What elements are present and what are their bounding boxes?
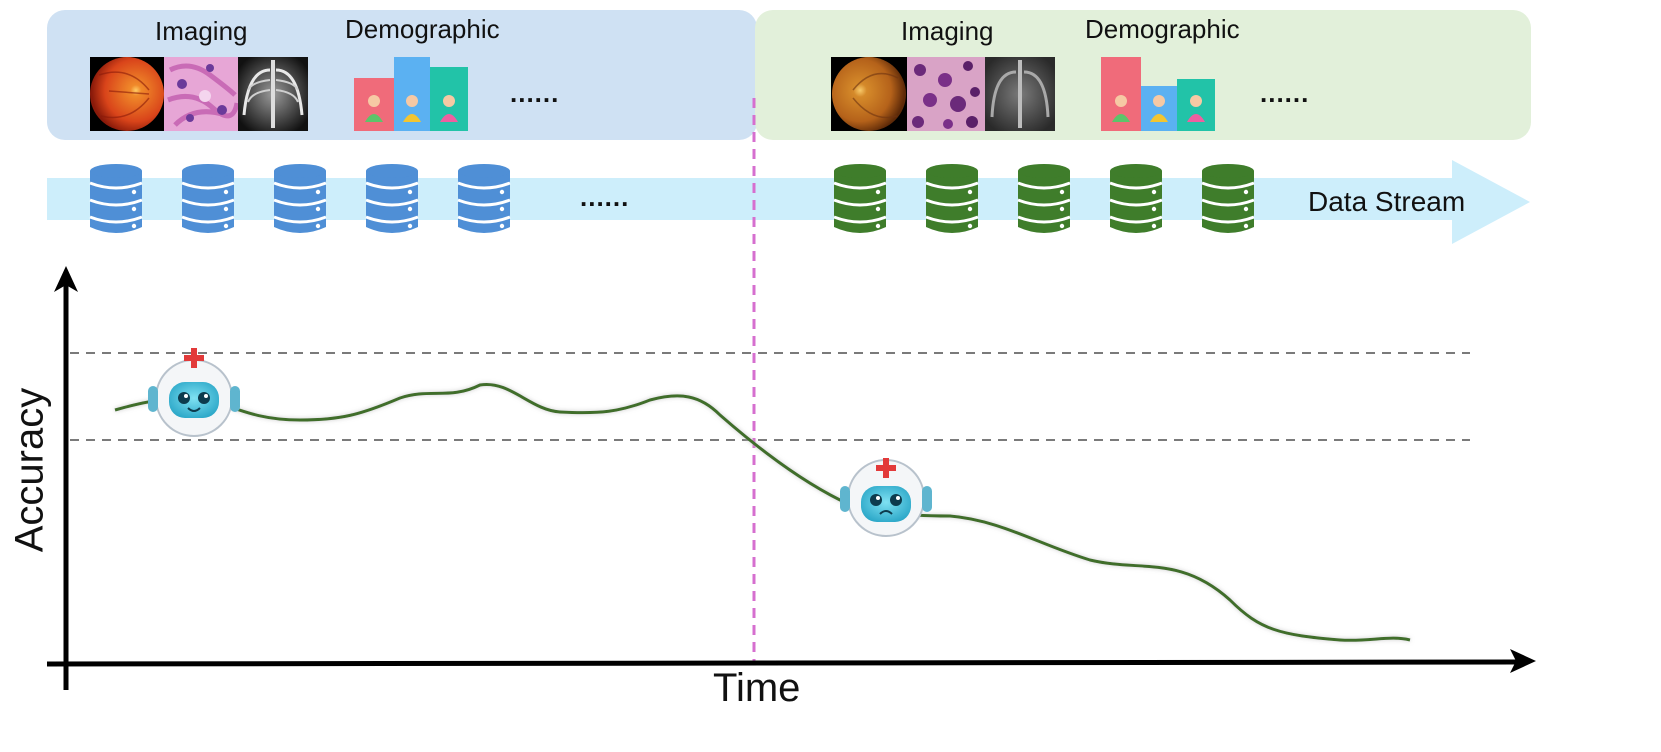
left-database-group <box>89 164 511 233</box>
left-demographic-label: Demographic <box>345 14 500 44</box>
stream-ellipsis: ...... <box>580 182 630 212</box>
right-demographic-label: Demographic <box>1085 14 1240 44</box>
right-panel-ellipsis: ...... <box>1260 78 1310 108</box>
left-panel-ellipsis: ...... <box>510 78 560 108</box>
database-icon <box>1201 164 1255 233</box>
database-icon <box>273 164 327 233</box>
demographic-bars-icon <box>354 57 468 131</box>
data-stream-label: Data Stream <box>1308 186 1466 217</box>
x-axis <box>46 659 1519 667</box>
database-icon <box>925 164 979 233</box>
database-icon <box>181 164 235 233</box>
x-axis-label: Time <box>713 666 801 710</box>
database-icon <box>833 164 887 233</box>
demographic-bars-icon <box>1101 57 1215 131</box>
chest-xray-icon <box>238 57 308 131</box>
y-axis-arrowhead <box>54 266 78 292</box>
accuracy-curve <box>114 382 1411 642</box>
database-icon <box>89 164 143 233</box>
x-axis-arrowhead <box>1510 649 1536 673</box>
y-axis-label: Accuracy <box>7 387 52 553</box>
database-icon <box>365 164 419 233</box>
database-icon <box>457 164 511 233</box>
retina-fundus-icon <box>90 57 164 131</box>
histology-purple-icon <box>907 57 985 131</box>
left-imaging-label: Imaging <box>155 16 248 46</box>
database-icon <box>1109 164 1163 233</box>
histology-pink-icon <box>164 57 240 131</box>
retina-fundus-icon <box>831 57 907 131</box>
database-icon <box>1017 164 1071 233</box>
chest-xray-icon <box>985 57 1055 131</box>
right-imaging-label: Imaging <box>901 16 994 46</box>
sad-medical-robot-icon <box>840 458 932 537</box>
happy-medical-robot-icon <box>148 348 240 437</box>
right-database-group <box>833 164 1255 233</box>
